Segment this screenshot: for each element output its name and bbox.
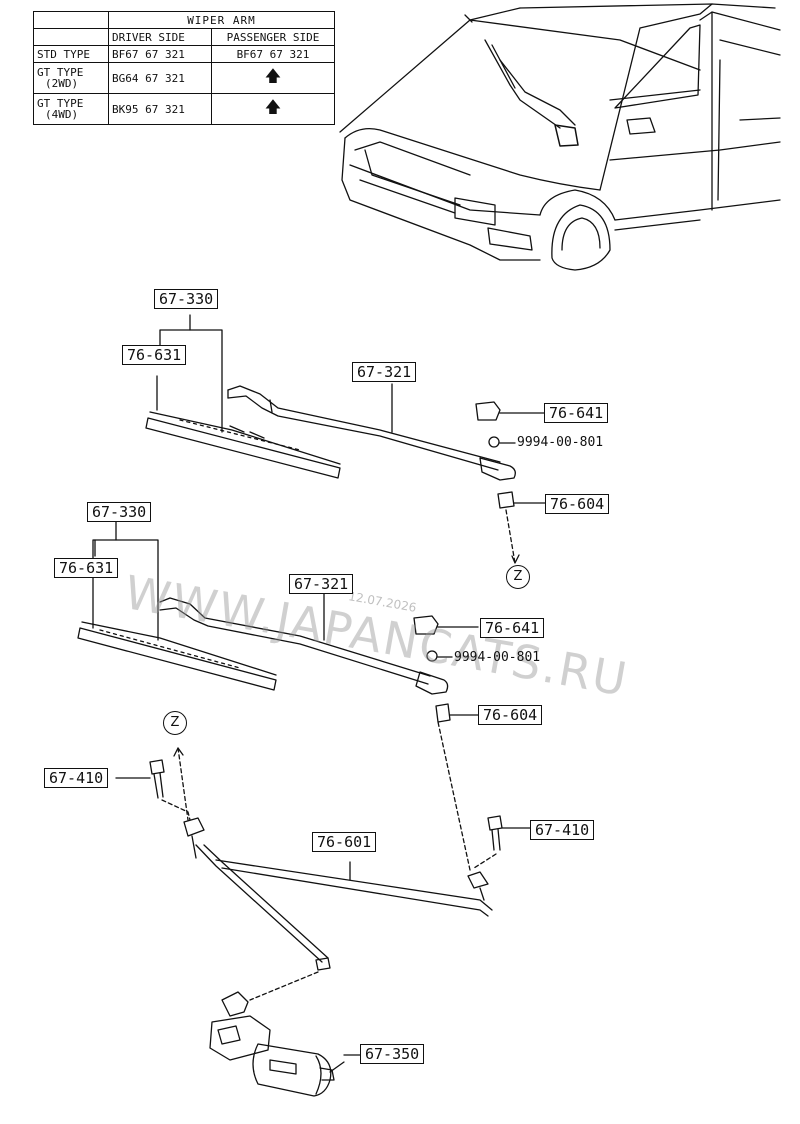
table-title: WIPER ARM bbox=[108, 11, 335, 29]
col-passenger-side: PASSENGER SIDE bbox=[211, 28, 335, 46]
callout-arm-lower[interactable]: 67-321 bbox=[289, 574, 354, 594]
callout-nut-lower[interactable]: 9994-00-801 bbox=[454, 650, 541, 665]
callout-linkage[interactable]: 76-601 bbox=[312, 832, 377, 852]
table-row: STD TYPE BF67 67 321 BF67 67 321 bbox=[33, 45, 335, 63]
callout-cap-lower[interactable]: 76-641 bbox=[480, 618, 545, 638]
callout-blade-assy-upper[interactable]: 67-330 bbox=[154, 289, 219, 309]
up-arrow-icon: 🡅 bbox=[211, 62, 335, 94]
row-driver-part: BG64 67 321 bbox=[108, 62, 212, 94]
callout-arm-upper[interactable]: 67-321 bbox=[352, 362, 417, 382]
table-header-empty bbox=[33, 28, 109, 46]
callout-blade-assy-lower[interactable]: 67-330 bbox=[87, 502, 152, 522]
row-type: STD TYPE bbox=[33, 45, 109, 63]
table-corner bbox=[33, 11, 109, 29]
row-type-line2: (2WD) bbox=[45, 77, 79, 90]
table-row: GT TYPE (4WD) BK95 67 321 🡅 bbox=[33, 93, 335, 125]
callout-bolt-left[interactable]: 67-410 bbox=[44, 768, 109, 788]
row-driver-part: BF67 67 321 bbox=[108, 45, 212, 63]
ref-marker-z-lower: Z bbox=[163, 711, 187, 735]
callout-motor[interactable]: 67-350 bbox=[360, 1044, 425, 1064]
callout-pivot-upper[interactable]: 76-604 bbox=[545, 494, 610, 514]
lower-wiper-assembly bbox=[77, 519, 479, 723]
row-type-line2: (4WD) bbox=[45, 108, 79, 121]
callout-cap-upper[interactable]: 76-641 bbox=[544, 403, 609, 423]
table-row: GT TYPE (2WD) BG64 67 321 🡅 bbox=[33, 62, 335, 94]
up-arrow-icon: 🡅 bbox=[211, 93, 335, 125]
vehicle-illustration bbox=[339, 3, 781, 271]
ref-marker-z-upper: Z bbox=[506, 565, 530, 589]
col-driver-side: DRIVER SIDE bbox=[108, 28, 212, 46]
callout-nut-upper[interactable]: 9994-00-801 bbox=[517, 435, 604, 450]
wiper-arm-table: WIPER ARM DRIVER SIDE PASSENGER SIDE STD… bbox=[33, 11, 335, 125]
row-type-line1: GT TYPE bbox=[37, 97, 84, 110]
callout-pivot-lower[interactable]: 76-604 bbox=[478, 705, 543, 725]
row-type: GT TYPE (2WD) bbox=[33, 62, 109, 94]
callout-refill-lower[interactable]: 76-631 bbox=[54, 558, 119, 578]
callout-refill-upper[interactable]: 76-631 bbox=[122, 345, 187, 365]
callout-bolt-right[interactable]: 67-410 bbox=[530, 820, 595, 840]
row-passenger-part: BF67 67 321 bbox=[211, 45, 335, 63]
row-type-line1: GT TYPE bbox=[37, 66, 84, 79]
linkage-and-motor bbox=[115, 721, 531, 1097]
row-driver-part: BK95 67 321 bbox=[108, 93, 212, 125]
row-type: GT TYPE (4WD) bbox=[33, 93, 109, 125]
upper-wiper-assembly bbox=[145, 314, 546, 564]
